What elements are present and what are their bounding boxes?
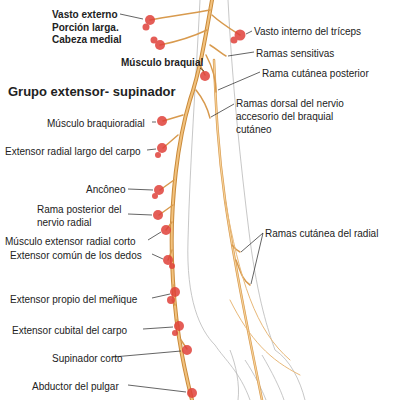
label-text: Extensor común de los dedos — [10, 250, 142, 261]
label-text: Extensor propio del meñique — [10, 294, 137, 305]
cutaneous-twigs — [225, 200, 300, 375]
label-text: Rama posterior del nervio radial — [37, 204, 121, 228]
label-text: Músculo extensor radial corto — [5, 236, 136, 247]
part-label: Cabeza medial — [52, 33, 121, 46]
label-text: Ancôneo — [86, 184, 125, 195]
part-label: Ancôneo — [86, 183, 125, 196]
label-text: Supinador corto — [52, 353, 123, 364]
label-text: Extensor cubital del carpo — [12, 325, 127, 336]
part-label: Rama cutánea posterior — [262, 67, 369, 80]
label-text: Músculo braquial — [121, 57, 203, 68]
label-text: Vasto externo — [52, 9, 118, 20]
leader-lines — [113, 14, 263, 392]
arm-outline — [188, 0, 305, 400]
part-label: Extensor común de los dedos — [10, 249, 142, 262]
label-text: Ramas sensitivas — [256, 48, 334, 59]
label-text: Músculo braquioradial — [47, 118, 145, 129]
label-text: Ramas cutánea del radial — [265, 228, 378, 239]
label-text: Abductor del pulgar — [32, 381, 119, 392]
label-text: Ramas dorsal del nervio accesorio del br… — [236, 98, 344, 135]
part-label: Extensor radial largo del carpo — [5, 145, 141, 158]
part-label: Vasto externo — [52, 8, 118, 21]
part-label: Abductor del pulgar — [32, 380, 119, 393]
part-label: Supinador corto — [52, 352, 123, 365]
label-text: Grupo extensor- supinador — [8, 84, 176, 99]
label-text: Cabeza medial — [52, 34, 121, 45]
part-label: Rama posterior del nervio radial — [37, 203, 127, 229]
part-label: Porción larga. — [52, 21, 119, 34]
part-label: Ramas dorsal del nervio accesorio del br… — [236, 97, 371, 136]
part-label: Ramas cutánea del radial — [265, 227, 378, 240]
part-label: Vasto interno del tríceps — [254, 25, 361, 38]
part-label: Ramas sensitivas — [256, 47, 334, 60]
label-text: Rama cutánea posterior — [262, 68, 369, 79]
part-label: Extensor propio del meñique — [10, 293, 137, 306]
part-label: Músculo extensor radial corto — [5, 235, 136, 248]
label-text: Extensor radial largo del carpo — [5, 146, 141, 157]
label-text: Porción larga. — [52, 22, 119, 33]
motor-points — [143, 15, 246, 398]
part-label: Músculo braquioradial — [47, 117, 145, 130]
part-label: Músculo braquial — [121, 56, 203, 69]
group-heading: Grupo extensor- supinador — [8, 84, 176, 100]
part-label: Extensor cubital del carpo — [12, 324, 127, 337]
label-text: Vasto interno del tríceps — [254, 26, 361, 37]
